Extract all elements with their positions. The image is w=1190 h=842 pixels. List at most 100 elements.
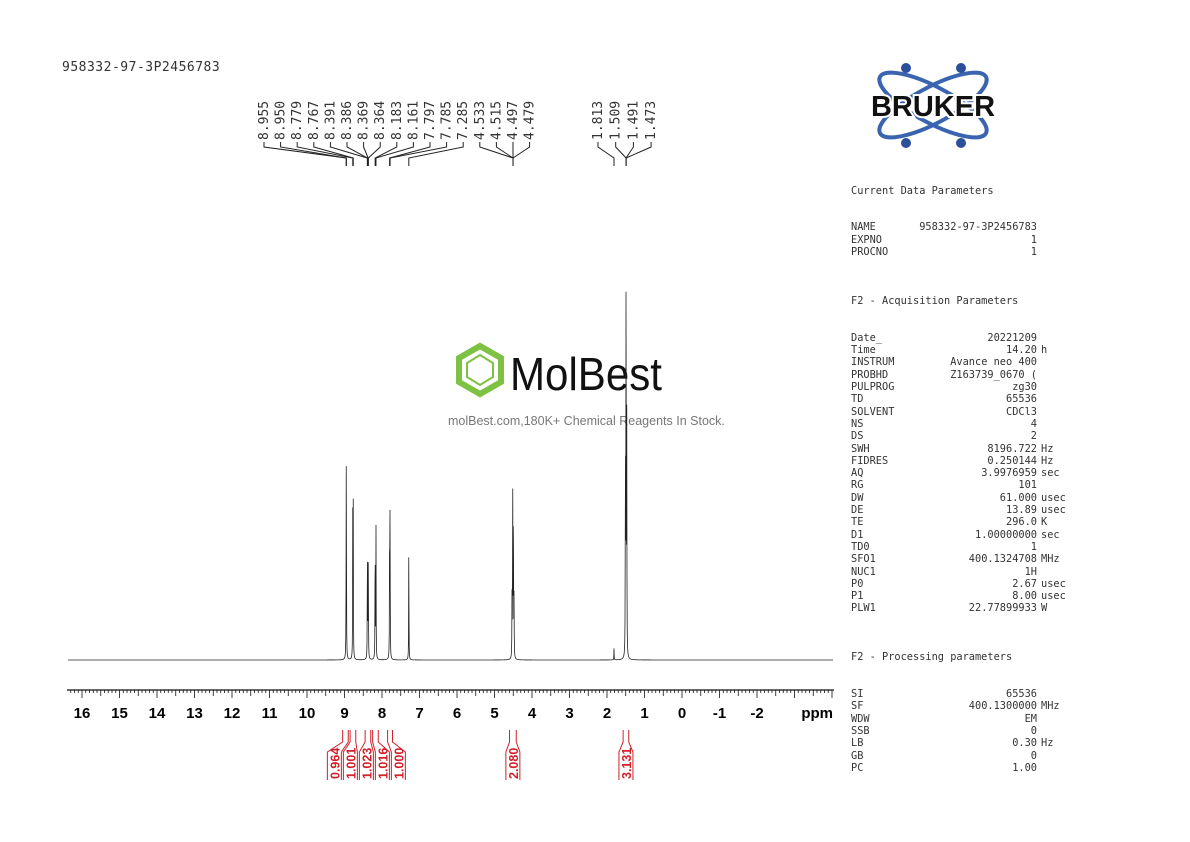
x-tick-label: 8 [378,705,386,722]
param-key: SI [851,688,864,701]
param-key: Time [851,344,876,357]
param-unit: K [1041,516,1048,529]
param-row: SI 65536 [851,688,1071,700]
param-value: 1.00000000 [975,528,1037,541]
peak-label: 1.509 [609,101,624,140]
x-tick-label: -2 [750,705,763,722]
peak-label: 8.950 [274,101,289,140]
peak-label: 8.391 [323,101,338,140]
sample-title: 958332-97-3P2456783 [62,60,221,75]
x-tick-label: 12 [224,705,241,722]
param-key: PC [851,761,864,774]
acquisition-heading: F2 - Acquisition Parameters [851,294,1019,307]
peak-leader [374,142,398,166]
param-value: Z163739_0670 ( [950,368,1037,381]
param-value: 20221209 [987,331,1037,344]
param-key: TD [851,393,864,406]
integral-value: 0.964 [328,748,342,779]
integral-bracket [387,730,406,780]
peak-leader [495,142,514,166]
x-tick-label: 11 [262,705,278,722]
param-value: 1 [1030,540,1037,553]
param-key: PROCNO [851,246,889,259]
integral-value: 1.000 [392,748,406,779]
x-tick-label: 5 [490,705,498,722]
current-heading: Current Data Parameters [851,184,994,197]
param-key: GB [851,749,864,762]
integral: 1.016 [372,730,390,780]
integral-bracket [326,730,349,780]
param-key: PULPROG [851,381,895,394]
param-value: 0.30 [1012,737,1037,750]
param-row: TD 65536 [851,393,1071,405]
x-axis-label: ppm [801,705,833,722]
integral-value: 1.016 [376,748,390,779]
peak-label: 4.515 [489,101,504,140]
processing-heading: F2 - Processing parameters [851,651,1013,664]
x-tick-label: 2 [603,705,611,722]
param-value: 400.1324708 [968,553,1037,566]
peak-leader [408,142,464,166]
param-value: 4 [1030,417,1037,430]
param-value: 2.67 [1012,577,1037,590]
param-value: 0 [1030,749,1037,762]
param-value: 65536 [1006,393,1037,406]
param-value: 13.89 [1006,504,1037,517]
spectrum-trace [68,291,833,661]
param-value: 1.00 [1012,761,1037,774]
param-value: 1H [1024,565,1037,578]
param-key: WDW [851,712,870,725]
param-unit: Hz [1041,454,1054,467]
x-tick-label: 4 [528,705,537,722]
x-tick-label: 3 [565,705,573,722]
integral-bracket [358,730,374,780]
molbest-name: MolBest [510,348,662,400]
param-value: 3.9976959 [981,467,1037,480]
param-value: 400.1300000 [968,700,1037,713]
molbest-watermark: MolBest [456,342,662,400]
bruker-logo: BRUKER [869,63,997,148]
integral-value: 2.080 [507,748,521,779]
integral: 0.964 [326,730,349,780]
x-tick-label: 6 [453,705,461,722]
peak-label: 8.369 [357,101,372,140]
peak-label: 8.161 [406,101,421,140]
param-unit: MHz [1041,553,1060,566]
peak-label: 7.785 [440,101,455,140]
integral-bracket [505,730,521,780]
param-key: SOLVENT [851,405,895,418]
param-key: NAME [851,221,876,234]
param-key: TE [851,516,864,529]
param-value: 65536 [1006,688,1037,701]
param-key: RG [851,479,864,492]
peak-leader [512,142,531,166]
x-tick-label: 0 [678,705,686,722]
param-unit: Hz [1041,737,1054,750]
x-tick-label: 16 [74,705,91,722]
param-key: DW [851,491,864,504]
peak-label: 4.497 [506,101,521,140]
peak-label: 4.533 [473,101,488,140]
integral-value: 1.001 [344,748,358,779]
peak-leader [597,142,615,166]
param-value: 22.77899933 [968,602,1037,615]
integral: 1.023 [358,730,374,780]
peak-label: 7.285 [456,101,471,140]
param-value: 8.00 [1012,590,1037,603]
param-value: CDCl3 [1006,405,1037,418]
param-unit: h [1041,344,1048,357]
